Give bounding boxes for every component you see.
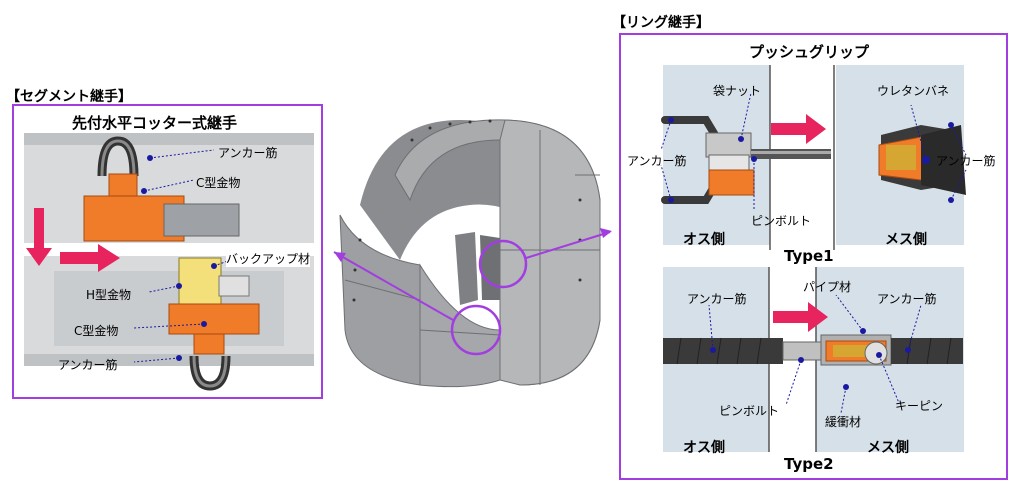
t2-label-key-pin: キーピン	[895, 399, 944, 413]
t2-label-pipe: パイプ材	[803, 280, 852, 294]
label-c-metal-top: C型金物	[196, 176, 241, 190]
ring-joint-panel: プッシュグリップ	[619, 33, 1008, 480]
label-h-metal: H型金物	[86, 288, 132, 302]
ring-joint-subtitle: プッシュグリップ	[749, 43, 870, 61]
t2-caption: Type2	[784, 455, 834, 473]
t2-label-male-side: オス側	[683, 440, 725, 456]
label-anchor-bottom: アンカー筋	[58, 358, 118, 372]
ring-joint-header: 【リング継手】	[612, 15, 710, 31]
t1-label-anchor-left: アンカー筋	[627, 154, 687, 168]
t1-label-male-side: オス側	[683, 232, 725, 248]
t2-label-female-side: メス側	[867, 440, 909, 456]
t1-label-fukuro-nut: 袋ナット	[713, 84, 762, 98]
t2-label-buffer: 緩衝材	[825, 415, 862, 429]
t1-label-female-side: メス側	[885, 232, 927, 248]
t2-label-anchor-right: アンカー筋	[877, 292, 937, 306]
label-c-metal-bottom: C型金物	[74, 324, 119, 338]
t1-label-pin-bolt: ピンボルト	[751, 214, 812, 228]
label-anchor-top: アンカー筋	[218, 146, 278, 160]
segment-joint-subtitle: 先付水平コッター式継手	[72, 114, 238, 132]
t2-label-pin-bolt: ピンボルト	[719, 404, 780, 418]
ring-joint-illustrations	[660, 65, 967, 452]
segment-joint-panel: 先付水平コッター式継手	[12, 104, 323, 399]
label-backup-material: バックアップ材	[226, 250, 311, 267]
t2-label-anchor-left: アンカー筋	[687, 292, 747, 306]
t1-label-urethane-spring: ウレタンバネ	[877, 84, 950, 98]
t1-caption: Type1	[784, 247, 834, 265]
segment-joint-header: 【セグメント継手】	[6, 89, 132, 105]
t1-label-anchor-right: アンカー筋	[936, 154, 996, 168]
